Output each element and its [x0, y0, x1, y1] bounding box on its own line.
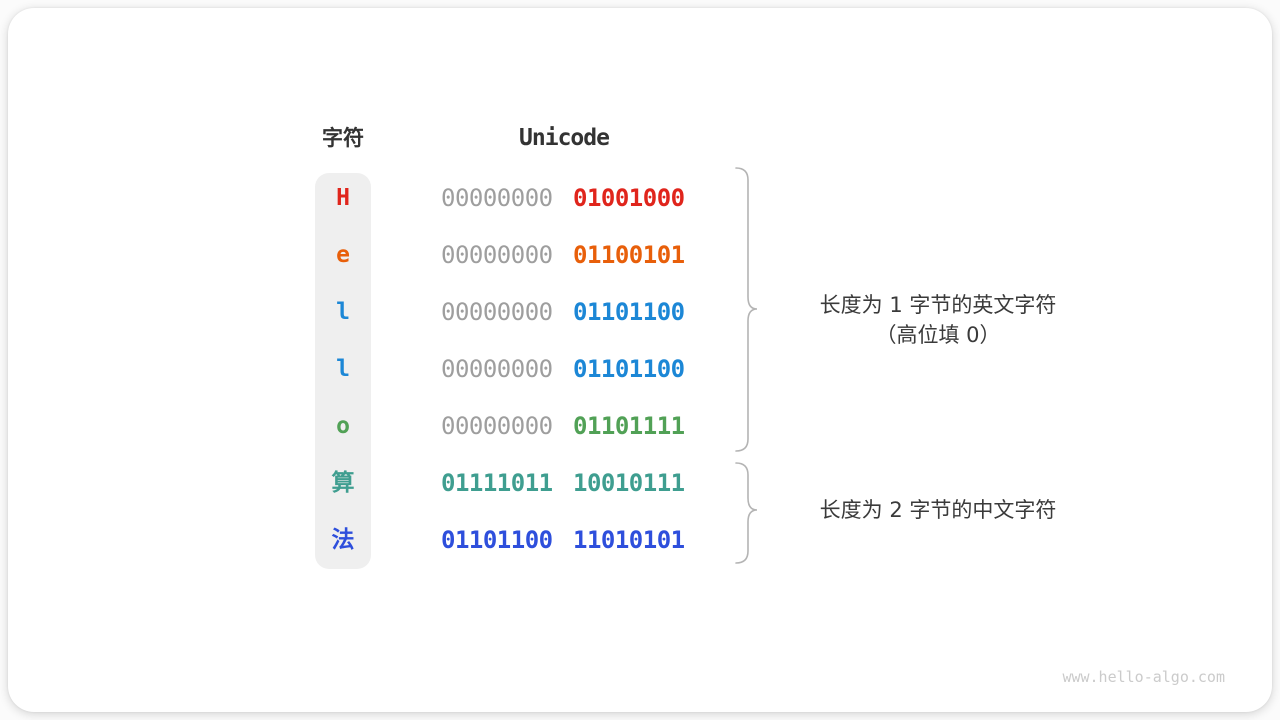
- column-header-char: 字符: [322, 126, 364, 150]
- high-byte: 01101100: [441, 526, 553, 554]
- low-byte: 10010111: [573, 469, 685, 497]
- annotation-line: （高位填 0）: [875, 323, 1001, 347]
- character-cell: H: [336, 185, 350, 211]
- watermark: www.hello-algo.com: [1062, 668, 1225, 686]
- encoding-row: H 00000000 01001000: [8, 170, 1280, 227]
- character-cell: o: [336, 413, 350, 439]
- diagram-card: 字符 Unicode H 00000000 01001000 e 0000000…: [8, 8, 1272, 712]
- high-byte: 00000000: [441, 184, 553, 212]
- annotation-line: 长度为 1 字节的英文字符: [819, 293, 1057, 317]
- character-column-background: [315, 173, 371, 569]
- character-cell: 算: [331, 470, 355, 496]
- high-byte: 00000000: [441, 412, 553, 440]
- low-byte: 11010101: [573, 526, 685, 554]
- character-cell: l: [336, 356, 350, 382]
- encoding-row: e 00000000 01100101: [8, 227, 1280, 284]
- grouping-braces: [735, 167, 758, 564]
- column-header-unicode: Unicode: [519, 125, 610, 151]
- encoding-row: 法 01101100 11010101: [8, 512, 1280, 569]
- low-byte: 01100101: [573, 241, 685, 269]
- encoding-row: l 00000000 01101100: [8, 341, 1280, 398]
- high-byte: 00000000: [441, 241, 553, 269]
- character-cell: l: [336, 299, 350, 325]
- low-byte: 01101100: [573, 355, 685, 383]
- low-byte: 01101100: [573, 298, 685, 326]
- encoding-row: o 00000000 01101111: [8, 398, 1280, 455]
- high-byte: 00000000: [441, 355, 553, 383]
- brace-english-group: [735, 167, 758, 452]
- annotation-line: 长度为 2 字节的中文字符: [819, 498, 1057, 522]
- brace-chinese-group: [735, 462, 758, 564]
- annotation-english-chars: 长度为 1 字节的英文字符 （高位填 0）: [773, 290, 1103, 350]
- encoding-row: 算 01111011 10010111: [8, 455, 1280, 512]
- annotation-chinese-chars: 长度为 2 字节的中文字符: [773, 495, 1103, 525]
- low-byte: 01101111: [573, 412, 685, 440]
- low-byte: 01001000: [573, 184, 685, 212]
- character-cell: 法: [331, 527, 355, 553]
- character-cell: e: [336, 242, 350, 268]
- high-byte: 00000000: [441, 298, 553, 326]
- encoding-row: l 00000000 01101100: [8, 284, 1280, 341]
- high-byte: 01111011: [441, 469, 553, 497]
